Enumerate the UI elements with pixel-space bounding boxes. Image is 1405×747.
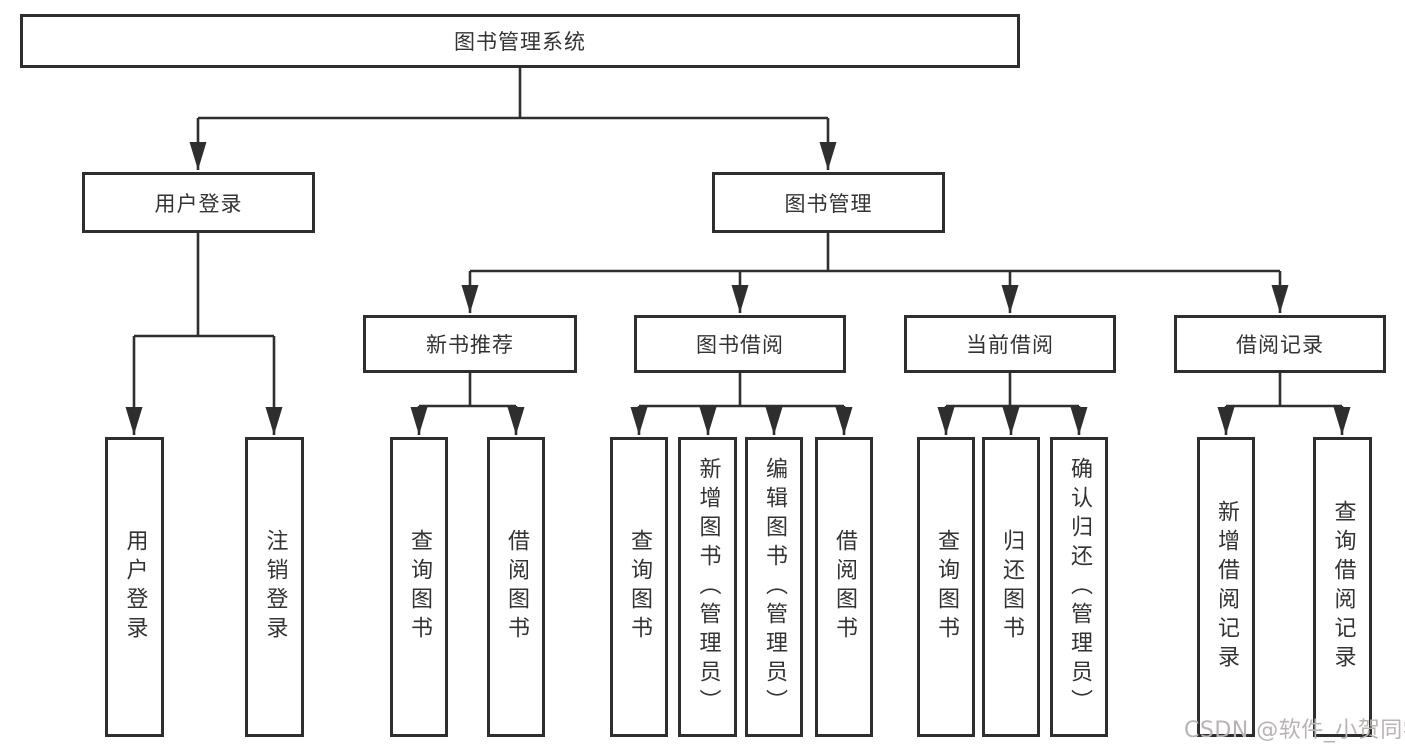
leaf-confirm-return-admin: 确认归还（管理员） xyxy=(1050,437,1108,737)
leaf-add-borrow-record-label: 新增借阅记录 xyxy=(1214,500,1239,674)
leaf-query-borrow-record-label: 查询借阅记录 xyxy=(1330,500,1356,674)
connector-book-borrowing xyxy=(630,373,853,435)
leaf-borrow-books-borrowing-label: 借阅图书 xyxy=(832,529,857,645)
leaf-query-books-borrowing-label: 查询图书 xyxy=(627,529,652,645)
leaf-borrow-books-recommend-label: 借阅图书 xyxy=(504,529,529,645)
leaf-borrow-books-recommend: 借阅图书 xyxy=(487,437,545,737)
node-book-management-system: 图书管理系统 xyxy=(20,14,1020,68)
leaf-confirm-return-admin-label: 确认归还（管理员） xyxy=(1067,456,1092,718)
node-current-borrowing: 当前借阅 xyxy=(904,315,1116,373)
connector-root xyxy=(189,68,837,170)
leaf-query-books-current: 查询图书 xyxy=(917,437,975,737)
leaf-query-books-recommend: 查询图书 xyxy=(390,437,448,737)
leaf-logout-label: 注销登录 xyxy=(262,529,288,645)
node-new-book-recommend: 新书推荐 xyxy=(363,315,577,373)
node-user-login: 用户登录 xyxy=(82,172,315,233)
leaf-add-books-admin: 新增图书（管理员） xyxy=(678,437,737,737)
node-book-borrowing: 图书借阅 xyxy=(634,315,846,373)
leaf-query-books-current-label: 查询图书 xyxy=(934,529,959,645)
leaf-logout: 注销登录 xyxy=(245,437,304,737)
leaf-user-login-label: 用户登录 xyxy=(122,529,148,645)
leaf-return-books: 归还图书 xyxy=(982,437,1040,737)
connector-user-login xyxy=(125,233,283,435)
connector-current-borrowing xyxy=(937,373,1088,435)
leaf-borrow-books-borrowing: 借阅图书 xyxy=(815,437,873,737)
leaf-return-books-label: 归还图书 xyxy=(999,529,1024,645)
leaf-query-books-borrowing: 查询图书 xyxy=(610,437,668,737)
connector-new-book-recommend xyxy=(410,373,525,435)
leaf-add-borrow-record: 新增借阅记录 xyxy=(1197,437,1255,737)
leaf-query-books-recommend-label: 查询图书 xyxy=(407,529,432,645)
node-book-management: 图书管理 xyxy=(712,172,945,233)
connector-borrowing-records xyxy=(1217,373,1351,435)
leaf-user-login: 用户登录 xyxy=(105,437,164,737)
watermark-text: CSDN @软件_小贺同学 xyxy=(1184,718,1405,743)
node-borrowing-records: 借阅记录 xyxy=(1174,315,1386,373)
leaf-query-borrow-record: 查询借阅记录 xyxy=(1313,437,1372,737)
connector-book-management xyxy=(461,233,1289,313)
leaf-add-books-admin-label: 新增图书（管理员） xyxy=(695,456,721,718)
leaf-edit-books-admin: 编辑图书（管理员） xyxy=(745,437,803,737)
leaf-edit-books-admin-label: 编辑图书（管理员） xyxy=(762,456,787,718)
